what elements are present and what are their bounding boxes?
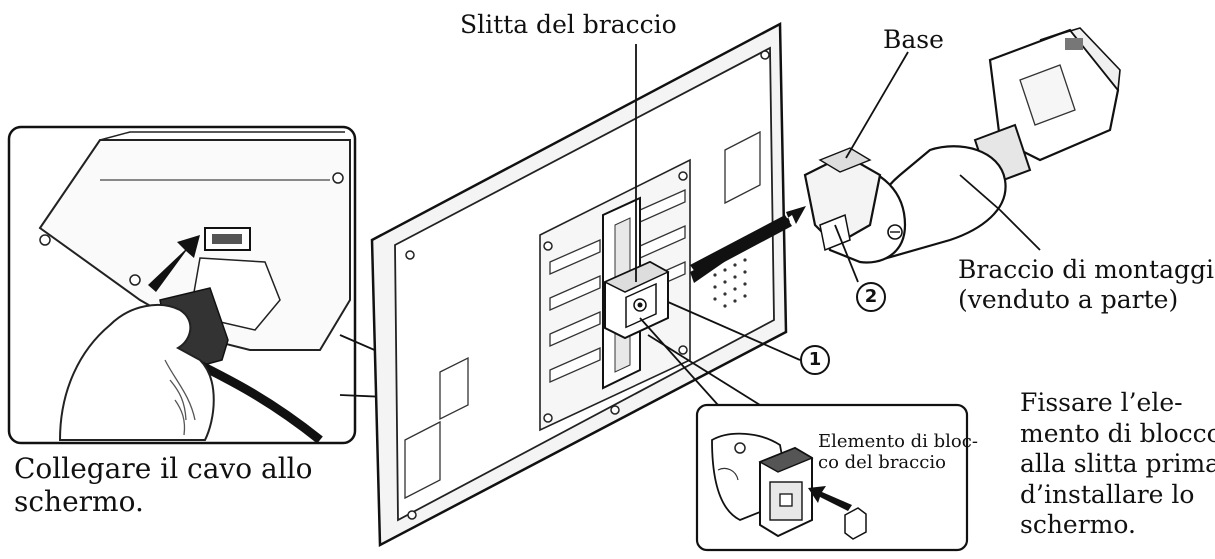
label-fix-lock-line-1: Fissare l’ele- [1020, 388, 1183, 417]
label-fix-lock-line-3: alla slitta prima [1020, 449, 1215, 478]
label-base: Base [883, 25, 944, 54]
callout-2: 2 [856, 282, 886, 312]
label-lock-element-line-2: co del braccio [818, 451, 946, 473]
label-fix-lock-line-4: d’installare lo [1020, 479, 1195, 509]
arrow-lock-icon [808, 486, 852, 511]
label-fix-lock-line-2: mento di blocco [1020, 418, 1215, 448]
lock-detail-inset [695, 403, 969, 552]
label-connect-cable: Collegare il cavo allo schermo. [14, 452, 312, 518]
label-lock-element-line-1: Elemento di bloc- [818, 431, 978, 452]
cable-inset [7, 125, 357, 445]
label-mounting-arm-line-2: (venduto a parte) [958, 284, 1179, 314]
arrow-insert-icon [148, 235, 200, 292]
label-connect-cable-line-1: Collegare il cavo allo [14, 452, 313, 485]
mounting-arm [803, 27, 1121, 264]
label-fix-lock: Fissare l’ele- mento di blocco alla slit… [1020, 388, 1215, 541]
label-lock-element: Elemento di bloc- co del braccio [818, 431, 978, 473]
label-mounting-arm-line-1: Braccio di montaggio [958, 255, 1215, 284]
callout-1: 1 [800, 345, 830, 375]
label-connect-cable-line-2: schermo. [14, 485, 144, 519]
label-mounting-arm: Braccio di montaggio (venduto a parte) [958, 255, 1215, 314]
label-arm-slide: Slitta del braccio [460, 10, 677, 39]
label-fix-lock-line-5: schermo. [1020, 510, 1136, 539]
screen-back [370, 21, 788, 548]
